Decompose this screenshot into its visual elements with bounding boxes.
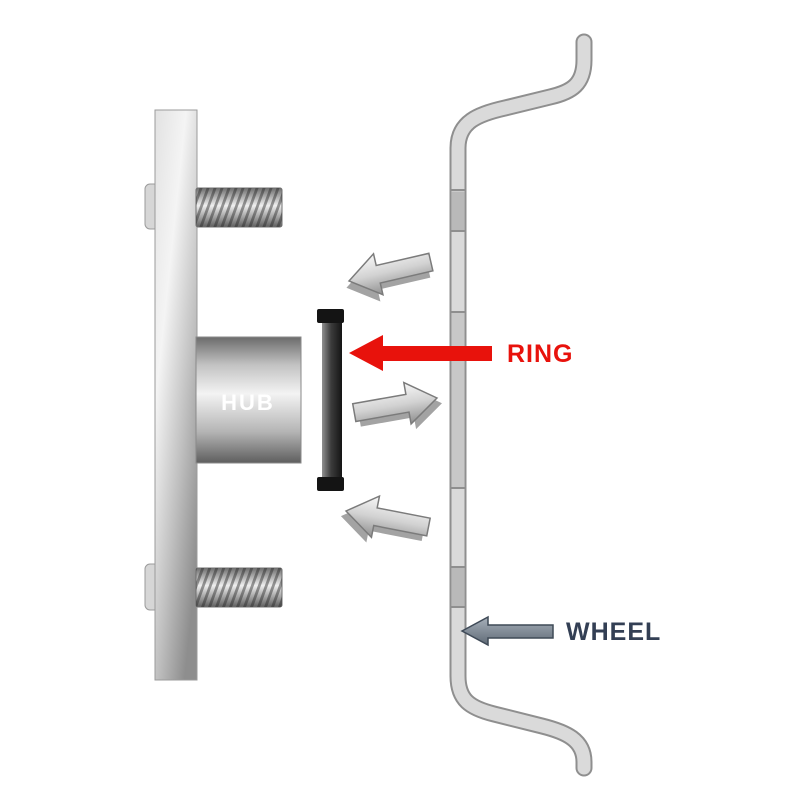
wheel-stud-top [195, 187, 283, 228]
ring-flange-top [317, 309, 344, 323]
ring-label: RING [507, 340, 574, 368]
assembly-arrow-top-icon [346, 252, 434, 302]
wheel-center-bore [451, 313, 465, 487]
wheel-stud-bottom [195, 567, 283, 608]
wheel-profile [449, 33, 593, 777]
wheel-callout: WHEEL [460, 615, 661, 647]
wheel-profile-outline [449, 33, 593, 777]
ring-body [322, 314, 342, 486]
wheel-lug-hole-top [451, 191, 465, 231]
ring-flange-bottom [317, 477, 344, 491]
wheel-segment-ticks [450, 189, 466, 608]
hub-centric-ring [317, 309, 344, 491]
assembly-arrow-middle-icon [351, 381, 442, 430]
hub-flange-plate [154, 109, 198, 681]
wheel-arrow-icon [460, 615, 554, 647]
hub-cylinder [195, 336, 302, 464]
wheel-label: WHEEL [566, 618, 661, 646]
assembly-arrow-bottom-icon [340, 494, 432, 543]
hub-label: HUB [221, 390, 275, 415]
ring-callout: RING [349, 335, 574, 371]
hub-assembly: HUB [144, 109, 302, 681]
wheel-lug-hole-bottom [451, 568, 465, 606]
wheel-profile-face [451, 35, 591, 775]
ring-arrow-icon [349, 335, 492, 371]
